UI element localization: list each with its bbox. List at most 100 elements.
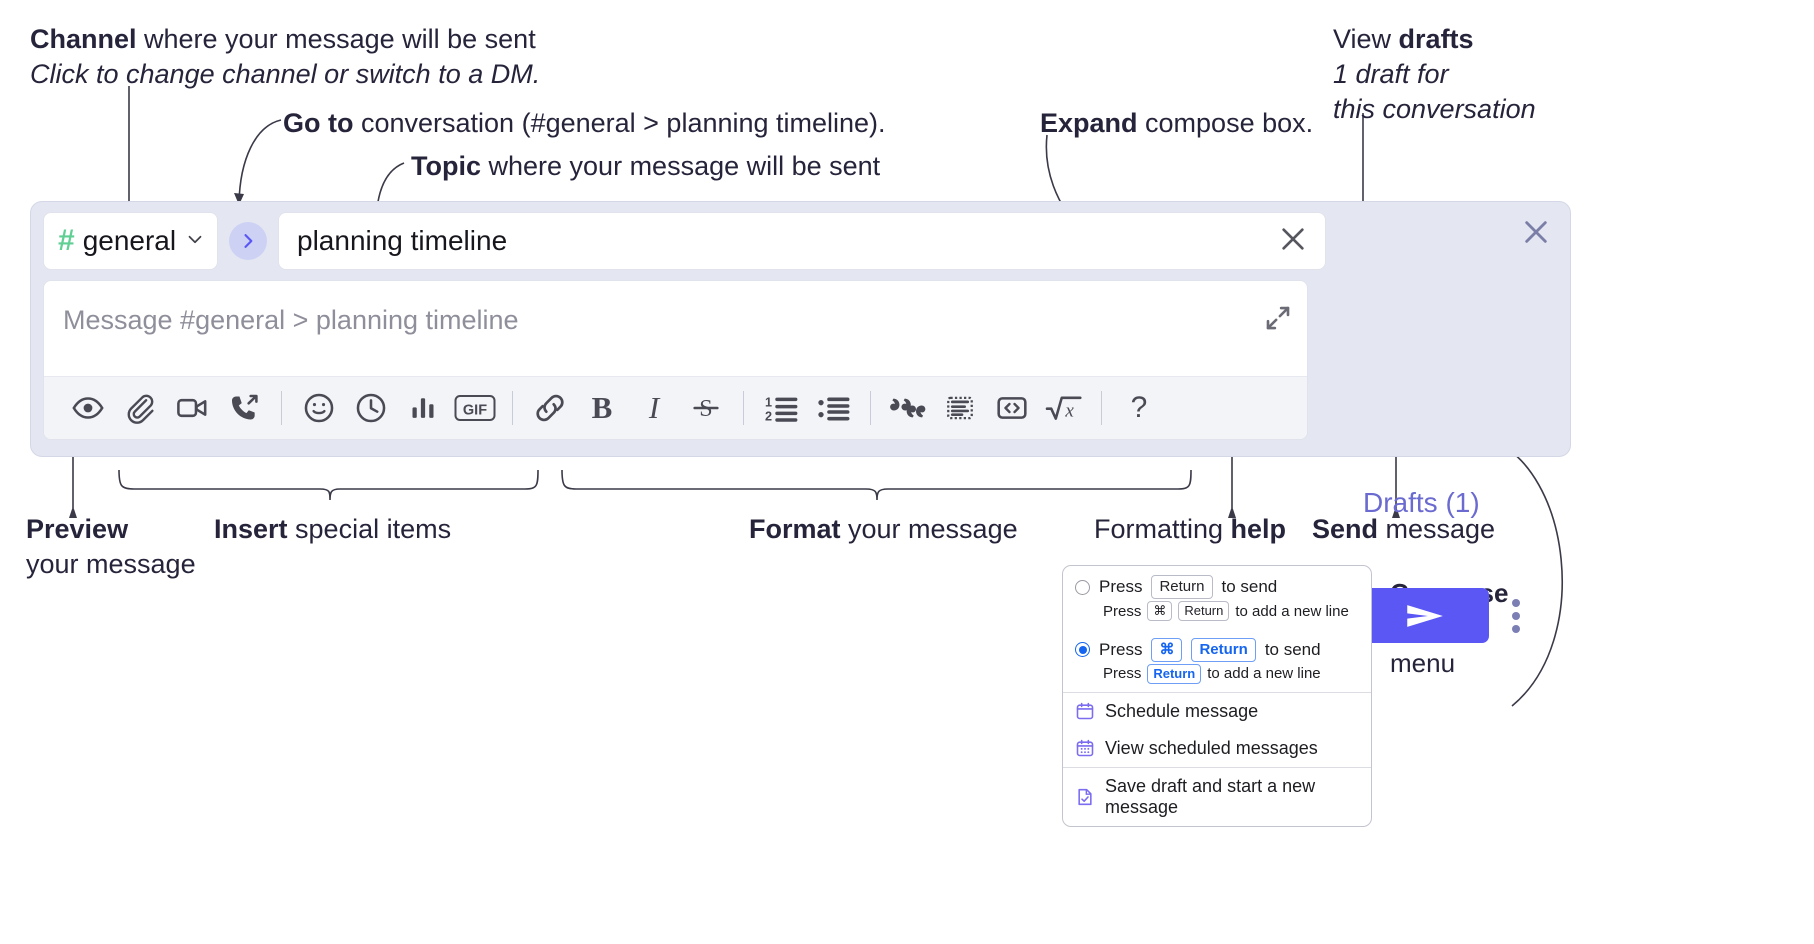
send-paper-plane-icon bbox=[1406, 604, 1443, 627]
annotation-drafts: View drafts 1 draft for this conversatio… bbox=[1333, 22, 1536, 127]
send-button[interactable] bbox=[1362, 588, 1489, 643]
close-icon bbox=[1525, 221, 1547, 243]
menu-item-label: Schedule message bbox=[1105, 700, 1259, 721]
topic-value: planning timeline bbox=[297, 225, 508, 256]
radio-selected-icon bbox=[1075, 642, 1090, 658]
key-return: Return bbox=[1191, 637, 1256, 663]
help-button[interactable]: ? bbox=[1113, 385, 1165, 431]
option-press-label: Press bbox=[1099, 639, 1143, 659]
preview-button[interactable] bbox=[62, 385, 114, 431]
more-vertical-icon bbox=[1512, 599, 1520, 633]
italic-icon: I bbox=[648, 390, 660, 425]
annotation-topic-rest: where your message will be sent bbox=[481, 151, 881, 181]
link-button[interactable] bbox=[524, 385, 576, 431]
message-panel: Message #general > planning timeline bbox=[43, 280, 1308, 440]
toolbar-divider bbox=[1101, 391, 1102, 425]
hash-icon: # bbox=[58, 224, 75, 257]
annotation-send-rest: message bbox=[1378, 514, 1496, 544]
annotation-format-bold: Format bbox=[749, 514, 841, 544]
svg-text:2: 2 bbox=[765, 410, 772, 424]
annotation-insert-rest: special items bbox=[287, 514, 452, 544]
expand-icon bbox=[1266, 306, 1290, 330]
radio-unselected-icon bbox=[1075, 579, 1090, 595]
emoji-button[interactable] bbox=[293, 385, 345, 431]
bold-button[interactable]: B bbox=[576, 385, 628, 431]
ordered-list-button[interactable]: 1 2 bbox=[755, 385, 807, 431]
channel-selector[interactable]: # general bbox=[43, 212, 218, 270]
calendar-grid-icon bbox=[1076, 739, 1094, 757]
blockquote-button[interactable] bbox=[882, 385, 934, 431]
goto-conversation-button[interactable] bbox=[229, 222, 267, 260]
bar-chart-icon bbox=[412, 398, 434, 418]
annotation-topic-bold: Topic bbox=[411, 151, 481, 181]
clear-topic-button[interactable] bbox=[1277, 223, 1309, 260]
italic-button[interactable]: I bbox=[628, 385, 680, 431]
annotation-help: Formatting help bbox=[1094, 512, 1286, 547]
compose-box: # general planning timeline bbox=[30, 201, 1571, 643]
message-input[interactable]: Message #general > planning timeline bbox=[44, 281, 1307, 376]
paperclip-icon bbox=[127, 394, 154, 424]
key-command: ⌘ bbox=[1151, 637, 1183, 663]
close-compose-button[interactable] bbox=[1520, 216, 1552, 253]
calendar-icon bbox=[1076, 702, 1094, 720]
eye-icon bbox=[72, 397, 104, 419]
code-button[interactable] bbox=[934, 385, 986, 431]
annotation-goto-rest: conversation (#general > planning timeli… bbox=[353, 108, 886, 138]
channel-name: general bbox=[82, 225, 177, 256]
chevron-down-icon bbox=[184, 228, 206, 255]
audio-clip-button[interactable] bbox=[218, 385, 270, 431]
annotation-format-rest: your message bbox=[840, 514, 1018, 544]
attach-button[interactable] bbox=[114, 385, 166, 431]
option-to-send-label: to send bbox=[1221, 577, 1278, 597]
menu-option-cmd-return-to-send[interactable]: Press ⌘ Return to send bbox=[1063, 629, 1371, 664]
sub-press-label: Press bbox=[1103, 602, 1142, 620]
menu-option-cmd-return-sub: Press Return to add a new line bbox=[1063, 664, 1371, 692]
menu-item-label: View scheduled messages bbox=[1105, 737, 1318, 758]
menu-option-return-to-send[interactable]: Press Return to send bbox=[1063, 566, 1371, 601]
link-icon bbox=[536, 394, 564, 422]
video-clip-button[interactable] bbox=[166, 385, 218, 431]
annotation-send: Send message bbox=[1312, 512, 1495, 547]
annotation-goto-bold: Go to bbox=[283, 108, 354, 138]
annotation-help-pre: Formatting bbox=[1094, 514, 1231, 544]
bold-icon: B bbox=[591, 390, 613, 425]
toolbar-divider bbox=[281, 391, 282, 425]
annotation-format: Format your message bbox=[749, 512, 1018, 547]
annotation-channel: Channel where your message will be sent … bbox=[30, 22, 540, 92]
menu-item-schedule-message[interactable]: Schedule message bbox=[1063, 693, 1371, 730]
video-camera-icon bbox=[177, 398, 207, 418]
bulleted-list-button[interactable] bbox=[807, 385, 859, 431]
annotation-expand: Expand compose box. bbox=[1040, 106, 1313, 141]
math-button[interactable]: x bbox=[1038, 385, 1090, 431]
compose-options-button[interactable] bbox=[1511, 598, 1521, 639]
schedule-button[interactable] bbox=[345, 385, 397, 431]
svg-text:x: x bbox=[1064, 401, 1074, 422]
code-block-button[interactable] bbox=[986, 385, 1038, 431]
annotation-drafts-sub2: this conversation bbox=[1333, 94, 1536, 125]
sub-rest-label: to add a new line bbox=[1235, 602, 1349, 620]
poll-button[interactable] bbox=[397, 385, 449, 431]
chevron-right-icon bbox=[244, 234, 253, 248]
svg-text:1: 1 bbox=[765, 396, 772, 410]
option-to-send-label: to send bbox=[1264, 639, 1321, 659]
menu-item-view-scheduled-messages[interactable]: View scheduled messages bbox=[1063, 730, 1371, 767]
gif-button[interactable]: GIF bbox=[449, 385, 501, 431]
menu-item-save-draft[interactable]: Save draft and start a new message bbox=[1063, 768, 1371, 826]
square-root-icon: x bbox=[1045, 396, 1082, 422]
annotation-compose-options-rest: menu bbox=[1390, 648, 1456, 679]
expand-compose-button[interactable] bbox=[1263, 303, 1293, 338]
close-icon bbox=[1282, 227, 1304, 250]
compose-options-menu: Press Return to send Press ⌘ Return to a… bbox=[1062, 565, 1372, 827]
topic-field[interactable]: planning timeline bbox=[278, 212, 1326, 270]
annotation-channel-rest: where your message will be sent bbox=[136, 24, 536, 54]
annotation-channel-sub: Click to change channel or switch to a D… bbox=[30, 59, 541, 90]
drafts-link[interactable]: Drafts (1) bbox=[1363, 487, 1480, 518]
key-return: Return bbox=[1151, 575, 1213, 600]
toolbar-divider bbox=[870, 391, 871, 425]
annotation-goto: Go to conversation (#general > planning … bbox=[283, 106, 886, 141]
bulleted-list-icon bbox=[818, 397, 850, 421]
annotation-send-bold: Send bbox=[1312, 514, 1379, 544]
annotation-preview-line2: your message bbox=[26, 549, 196, 580]
strikethrough-button[interactable]: S bbox=[680, 385, 732, 431]
